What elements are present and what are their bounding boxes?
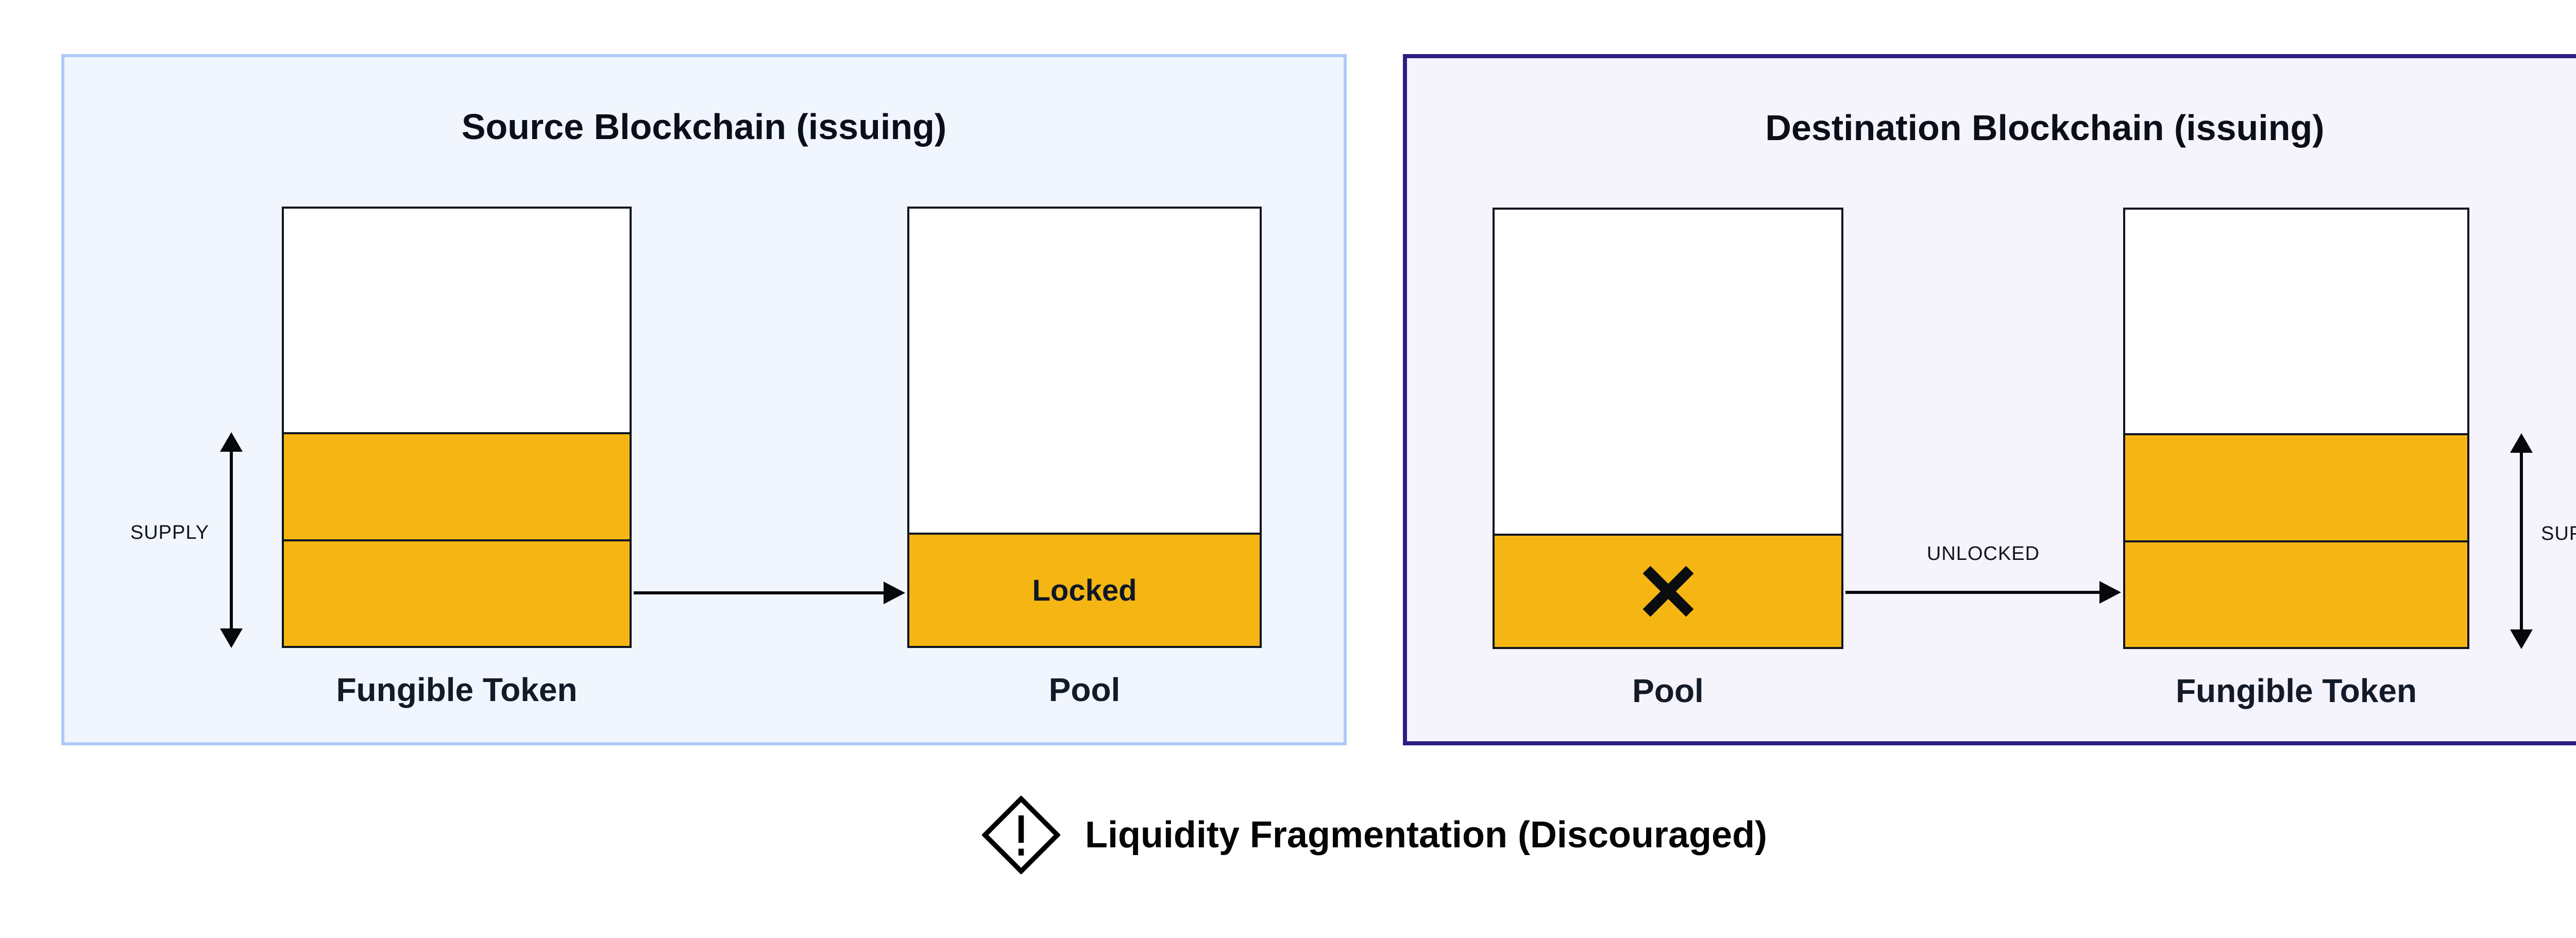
fungible-token-label: Fungible Token xyxy=(336,671,578,708)
x-mark-icon xyxy=(1642,566,1693,617)
arrowhead-right-icon xyxy=(2099,581,2121,604)
unlock-transfer-arrow xyxy=(1845,580,2121,605)
token-fill-divider xyxy=(282,539,632,541)
arrowhead-down-icon xyxy=(2510,629,2533,649)
supply-range-arrow xyxy=(2509,433,2534,649)
pool-label: Pool xyxy=(1632,672,1704,709)
supply-label: SUPPLY xyxy=(130,522,209,543)
locked-label: Locked xyxy=(1032,573,1137,607)
arrow-shaft xyxy=(230,447,233,634)
supply-label: SUPPLY xyxy=(2541,523,2576,544)
caption-text: Liquidity Fragmentation (Discouraged) xyxy=(1084,814,1768,856)
fungible-token-label: Fungible Token xyxy=(2175,672,2417,709)
warning-diamond-icon xyxy=(981,796,1060,874)
unlocked-label: UNLOCKED xyxy=(1926,543,2040,565)
arrowhead-right-icon xyxy=(884,582,905,604)
pool-label: Pool xyxy=(1048,671,1121,708)
destination-blockchain-panel: Destination Blockchain (issuing) Pool UN… xyxy=(1403,54,2576,745)
arrow-shaft xyxy=(2520,448,2523,635)
panel-title: Source Blockchain (issuing) xyxy=(461,107,947,147)
source-blockchain-panel: Source Blockchain (issuing) Fungible Tok… xyxy=(61,54,1347,745)
lock-transfer-arrow xyxy=(634,581,905,605)
arrowhead-down-icon xyxy=(220,628,243,648)
arrow-shaft xyxy=(634,591,885,594)
pool-unlocked-fill xyxy=(1493,534,1843,649)
panel-title: Destination Blockchain (issuing) xyxy=(1765,108,2325,148)
arrow-shaft xyxy=(1845,591,2100,594)
token-fill-divider xyxy=(2123,540,2469,542)
supply-range-arrow xyxy=(218,432,244,648)
pool-locked-fill: Locked xyxy=(907,533,1262,648)
caption: Liquidity Fragmentation (Discouraged) xyxy=(0,796,2576,874)
